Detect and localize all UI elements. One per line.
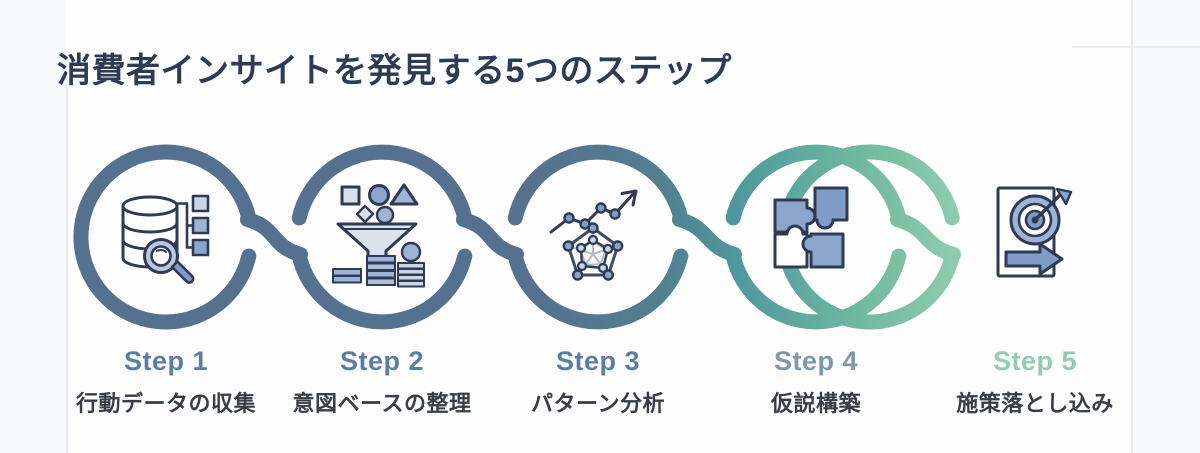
panel-divider-top-right <box>1072 46 1200 48</box>
step-2-block: Step 2 意図ベースの整理 <box>272 346 492 418</box>
panel-divider-right <box>1131 0 1133 453</box>
step-4-label: Step 4 <box>773 346 859 376</box>
ring-step-2 <box>291 144 473 330</box>
step-4-block: Step 4 仮説構築 <box>706 346 926 418</box>
step-3-label: Step 3 <box>555 346 641 376</box>
connector-3-4 <box>672 212 742 262</box>
step-2-label: Step 2 <box>339 346 425 376</box>
ring-step-1 <box>73 144 257 330</box>
panel-divider-left <box>66 84 68 453</box>
page-margin-right <box>1133 0 1200 453</box>
step-1-label: Step 1 <box>123 346 209 376</box>
step-1-description: 行動データの収集 <box>75 391 256 416</box>
step-2-description: 意図ベースの整理 <box>292 391 472 416</box>
ring-step-4 <box>725 144 907 330</box>
step-4-description: 仮説構築 <box>770 391 861 416</box>
page-margin-left <box>0 0 66 453</box>
funnel-sort-icon <box>332 183 425 288</box>
ring-step-3 <box>507 144 689 330</box>
puzzle-pieces-icon <box>773 186 849 269</box>
step-5-label: Step 5 <box>992 346 1078 376</box>
radar-chart-icon <box>549 189 638 281</box>
database-search-icon <box>121 194 210 284</box>
step-5-block: Step 5 施策落とし込み <box>925 346 1145 418</box>
connector-2-3 <box>456 212 524 262</box>
connector-1-2 <box>240 212 308 262</box>
connector-4-5 <box>890 212 961 262</box>
step-5-description: 施策落とし込み <box>956 391 1114 416</box>
step-3-block: Step 3 パターン分析 <box>488 346 708 418</box>
target-arrow-icon <box>996 186 1073 278</box>
step-1-block: Step 1 行動データの収集 <box>56 346 276 418</box>
step-3-description: パターン分析 <box>531 391 665 416</box>
page-title: 消費者インサイトを発見する5つのステップ <box>57 51 732 90</box>
